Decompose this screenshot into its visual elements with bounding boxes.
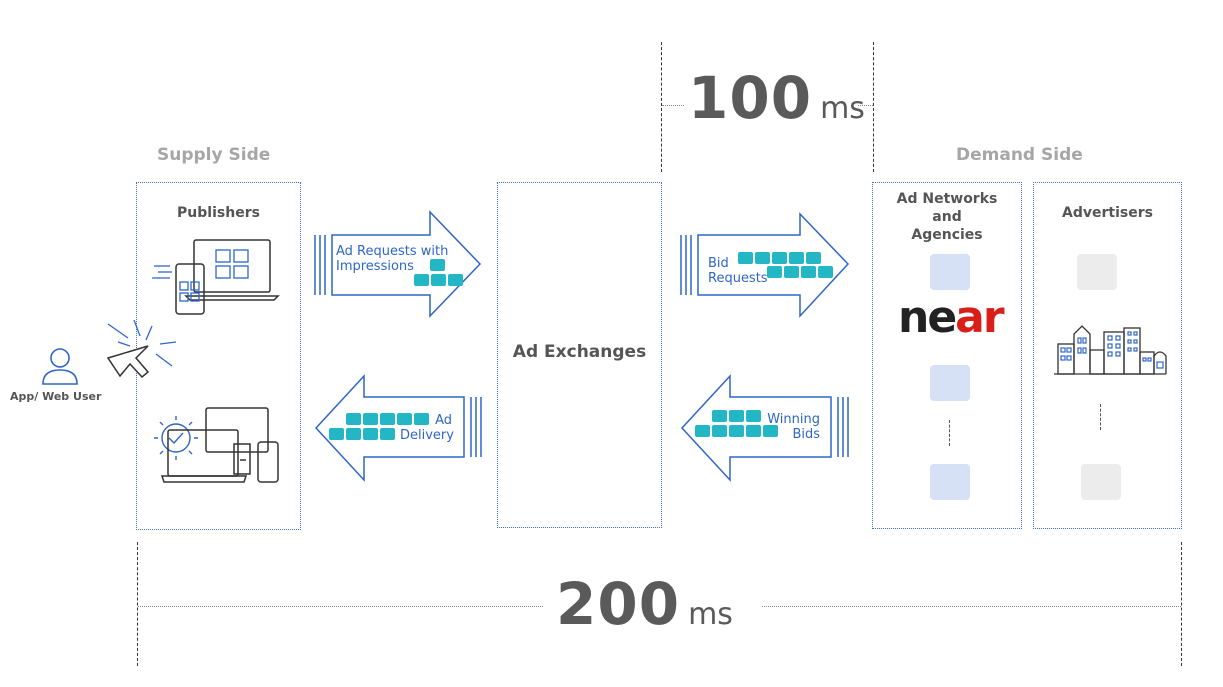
data-square bbox=[712, 425, 727, 437]
winning-bids-line1: Winning bbox=[767, 412, 820, 427]
data-square bbox=[772, 252, 787, 264]
ad-exchanges-heading: Ad Exchanges bbox=[512, 342, 647, 362]
data-square bbox=[346, 428, 361, 440]
data-square bbox=[380, 428, 395, 440]
ad-requests-label: Ad Requests with Impressions bbox=[336, 244, 448, 274]
network-ellipsis bbox=[949, 420, 950, 446]
advertiser-ellipsis bbox=[1100, 404, 1101, 430]
bid-requests-arrow bbox=[680, 212, 850, 318]
data-square bbox=[806, 252, 821, 264]
bid-requests-line1: Bid bbox=[708, 256, 729, 271]
cursor-click-icon bbox=[106, 319, 177, 379]
exchange-latency-unit: ms bbox=[820, 91, 865, 126]
laptop-phone-icon bbox=[152, 239, 280, 315]
ad-networks-heading-line2: and bbox=[932, 209, 962, 225]
data-square bbox=[329, 428, 344, 440]
data-square bbox=[755, 252, 770, 264]
ad-delivery-label: Ad Delivery bbox=[400, 413, 454, 443]
exchange-latency-value: 100 bbox=[688, 64, 813, 132]
data-square bbox=[414, 413, 429, 425]
supply-side-label: Supply Side bbox=[157, 145, 271, 165]
city-buildings-icon bbox=[1054, 325, 1167, 375]
ad-networks-heading: Ad Networks and Agencies bbox=[872, 190, 1022, 244]
ad-exchanges-box bbox=[497, 182, 662, 528]
data-square bbox=[729, 410, 744, 422]
data-square bbox=[346, 413, 361, 425]
advertisers-heading: Advertisers bbox=[1062, 205, 1153, 221]
gear-devices-icon bbox=[154, 407, 279, 483]
total-span-line-left bbox=[138, 606, 543, 607]
data-square bbox=[818, 266, 833, 278]
total-left-guide bbox=[137, 542, 138, 666]
total-latency-unit: ms bbox=[688, 597, 733, 632]
data-square bbox=[763, 425, 778, 437]
bid-requests-label: Bid Requests bbox=[708, 256, 768, 286]
data-square bbox=[695, 425, 710, 437]
near-logo: near bbox=[898, 292, 1005, 343]
data-square bbox=[767, 266, 782, 278]
data-square bbox=[380, 413, 395, 425]
data-square bbox=[431, 274, 446, 286]
exchange-left-guide bbox=[661, 42, 662, 172]
network-placeholder bbox=[930, 365, 970, 401]
winning-bids-line2: Bids bbox=[792, 427, 820, 442]
network-placeholder bbox=[930, 464, 970, 500]
data-square bbox=[801, 266, 816, 278]
advertiser-placeholder bbox=[1077, 254, 1117, 290]
ad-networks-box bbox=[872, 182, 1022, 529]
user-label: App/ Web User bbox=[10, 390, 102, 403]
data-square bbox=[738, 252, 753, 264]
data-square bbox=[414, 274, 429, 286]
near-logo-suffix: ar bbox=[955, 292, 1004, 343]
exchange-span-line-right bbox=[858, 105, 873, 106]
ad-delivery-line2: Delivery bbox=[400, 428, 454, 443]
data-square bbox=[784, 266, 799, 278]
ad-requests-line1: Ad Requests with bbox=[336, 244, 449, 259]
data-square bbox=[397, 413, 412, 425]
total-latency-value: 200 bbox=[556, 570, 681, 638]
data-square bbox=[363, 413, 378, 425]
data-square bbox=[448, 274, 463, 286]
user-icon bbox=[42, 348, 78, 385]
data-square bbox=[363, 428, 378, 440]
data-square bbox=[746, 410, 761, 422]
ad-networks-heading-line1: Ad Networks bbox=[896, 191, 998, 207]
exchange-right-guide bbox=[873, 42, 874, 172]
exchange-span-line-left bbox=[662, 105, 684, 106]
data-square bbox=[789, 252, 804, 264]
ad-networks-heading-line3: Agencies bbox=[911, 227, 983, 243]
winning-bids-label: Winning Bids bbox=[760, 412, 820, 442]
network-placeholder bbox=[930, 254, 970, 290]
ad-delivery-line1: Ad bbox=[435, 413, 452, 428]
publishers-heading: Publishers bbox=[177, 205, 260, 221]
ad-requests-arrow bbox=[314, 210, 482, 318]
data-square bbox=[712, 410, 727, 422]
ad-requests-line2: Impressions bbox=[336, 259, 414, 274]
data-square bbox=[729, 425, 744, 437]
bid-requests-line2: Requests bbox=[708, 271, 768, 286]
near-logo-prefix: ne bbox=[898, 292, 957, 343]
data-square bbox=[430, 259, 445, 271]
advertiser-placeholder bbox=[1081, 464, 1121, 500]
demand-side-label: Demand Side bbox=[956, 145, 1083, 165]
total-span-line-right bbox=[762, 606, 1181, 607]
advertisers-box bbox=[1033, 182, 1182, 529]
total-right-guide bbox=[1181, 542, 1182, 666]
data-square bbox=[746, 425, 761, 437]
